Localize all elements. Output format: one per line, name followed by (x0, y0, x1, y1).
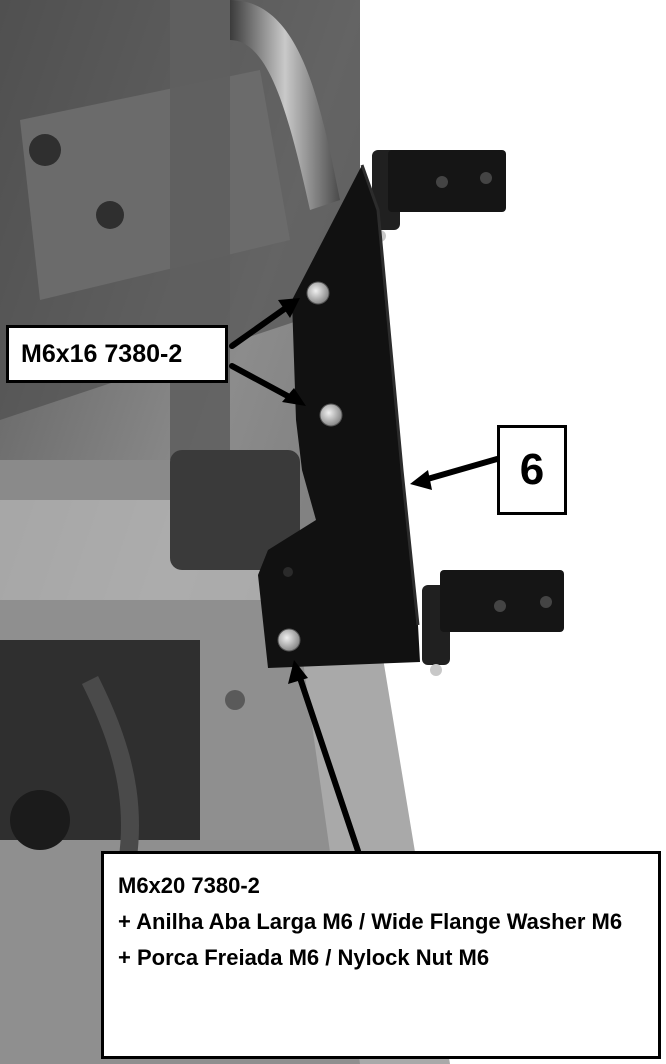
lower-fasteners-callout: M6x20 7380-2 + Anilha Aba Larga M6 / Wid… (101, 851, 661, 1059)
part-number-callout: 6 (497, 425, 567, 515)
upper-bolts-callout: M6x16 7380-2 (6, 325, 228, 383)
fastener-line: M6x20 7380-2 (118, 873, 260, 898)
bolt-icon (306, 281, 330, 305)
fastener-line: + Porca Freiada M6 / Nylock Nut M6 (118, 945, 490, 970)
latch-housing (170, 450, 300, 570)
arrow-icon (229, 363, 298, 403)
handle-tube (230, 0, 340, 210)
lower-hinge-icon (422, 570, 564, 676)
upper-hinge-icon (372, 150, 506, 242)
fastener-line: + Anilha Aba Larga M6 / Wide Flange Wash… (118, 909, 623, 934)
arrow-icon (421, 456, 500, 483)
bolt-icon (277, 628, 301, 652)
arrow-icon (229, 302, 293, 349)
bolt-icon (319, 403, 343, 427)
arrow-icon (295, 669, 361, 854)
